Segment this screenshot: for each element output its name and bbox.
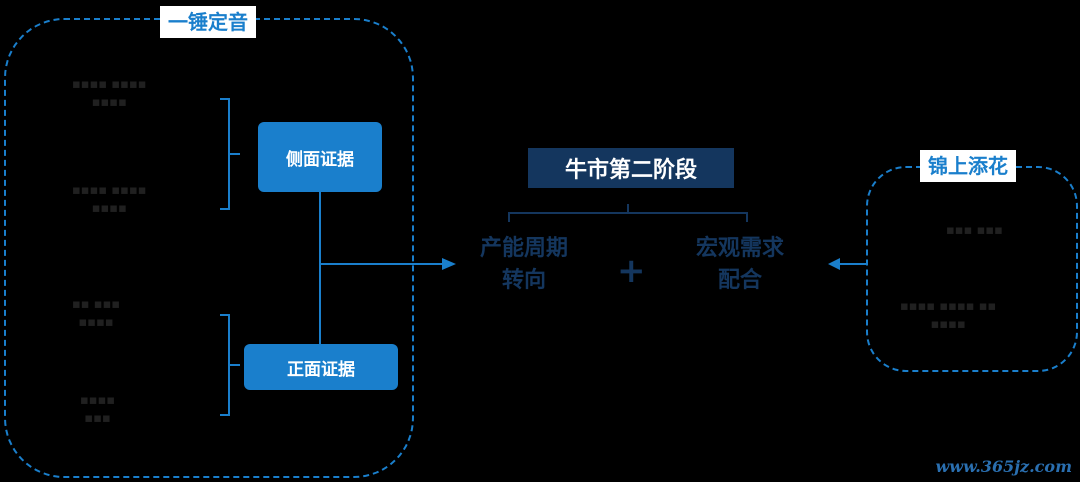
left-faint-label-2: ▪▪▪▪ ▪▪▪▪▪▪▪▪ (72, 183, 147, 216)
right-arrow (828, 258, 868, 270)
front-evidence-box: 正面证据 (244, 344, 398, 390)
left-faint-label-4: ▪▪▪▪▪▪▪ (80, 393, 116, 426)
side-evidence-bracket (220, 98, 230, 210)
right-faint-label-2: ▪▪▪▪ ▪▪▪▪ ▪▪▪▪▪▪ (900, 299, 997, 332)
left-faint-label-3: ▪▪ ▪▪▪▪▪▪▪ (72, 297, 121, 330)
side-evidence-box: 侧面证据 (258, 122, 382, 192)
center-title: 牛市第二阶段 (528, 148, 734, 188)
left-arrow (442, 258, 456, 270)
plus-sign: + (617, 251, 646, 291)
left-faint-label-1: ▪▪▪▪ ▪▪▪▪▪▪▪▪ (72, 77, 147, 110)
left-group-frame (4, 18, 414, 478)
right-factor-line1: 宏观需求 (695, 235, 784, 261)
front-evidence-bracket (220, 314, 230, 416)
right-faint-label-1: ▪▪▪ ▪▪▪ (946, 223, 1003, 238)
right-group-frame (866, 166, 1078, 372)
right-factor-line2: 配合 (717, 267, 762, 293)
center-bracket-tick (627, 204, 629, 214)
left-factor-line2: 转向 (501, 267, 546, 293)
front-evidence-bracket-tick (230, 364, 240, 366)
right-group-tag: 锦上添花 (920, 150, 1016, 182)
evidence-connector-vertical (319, 192, 321, 344)
evidence-connector-horizontal (319, 263, 447, 265)
watermark: www.365jz.com (935, 457, 1072, 476)
left-group-tag: 一锤定音 (160, 6, 256, 38)
left-factor-line1: 产能周期 (479, 235, 568, 261)
side-evidence-bracket-tick (230, 153, 240, 155)
